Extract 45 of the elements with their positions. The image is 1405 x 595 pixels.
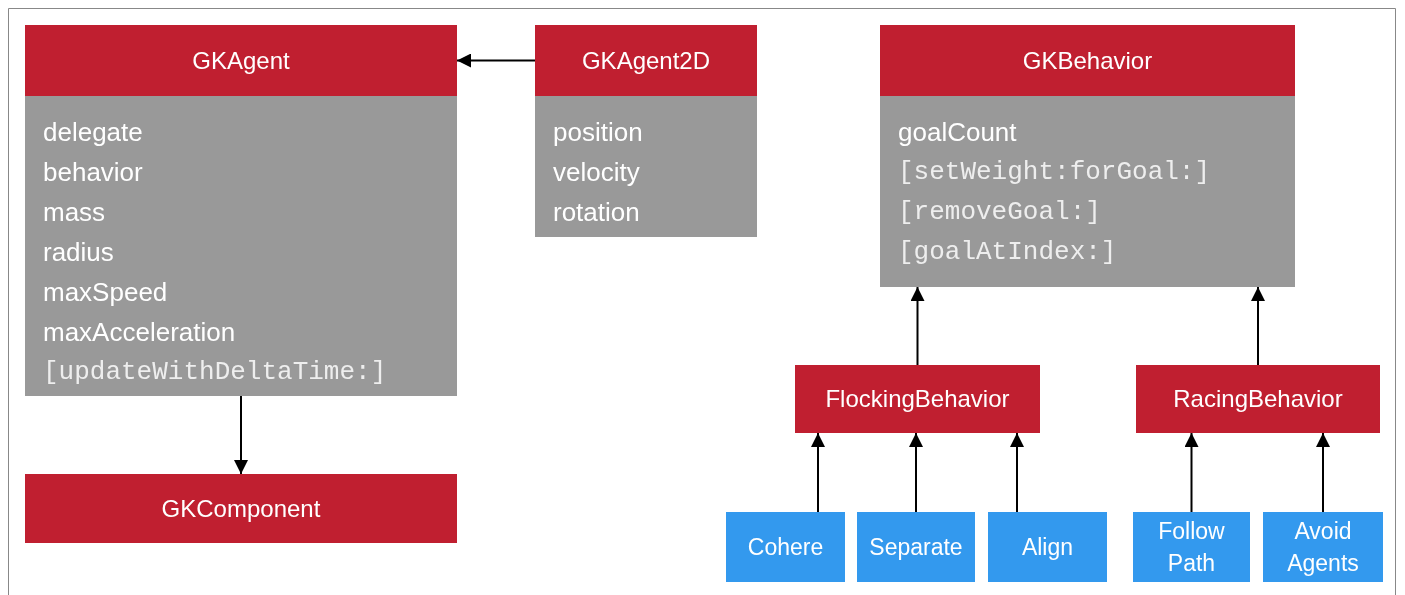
method-name: [setWeight:forGoal:]: [898, 157, 1211, 187]
behavior-box: [1263, 512, 1383, 582]
behavior-box: [1133, 512, 1250, 582]
property-name: maxAcceleration: [43, 317, 236, 347]
arrow: [910, 286, 925, 366]
class-box: [1136, 365, 1380, 433]
property-name: maxSpeed: [43, 277, 168, 307]
behavior-name: Align: [1021, 533, 1074, 562]
arrow: [909, 432, 923, 513]
class-name: GKAgent: [192, 46, 290, 75]
class-box: [25, 474, 457, 543]
arrow: [811, 432, 825, 513]
property-name: rotation: [553, 197, 640, 227]
behavior-name: Separate: [869, 533, 963, 562]
class-box: [795, 365, 1040, 433]
behavior-box: [726, 512, 845, 582]
behavior-name: Cohere: [747, 533, 824, 562]
class-name: GKBehavior: [1022, 46, 1153, 75]
behavior-name: Avoid Agents: [1286, 517, 1360, 578]
behavior-name: Follow Path: [1157, 517, 1226, 578]
arrow: [1251, 286, 1265, 366]
method-name: [goalAtIndex:]: [898, 237, 1117, 267]
arrow: [1316, 432, 1330, 513]
property-name: position: [553, 117, 643, 147]
arrow: [1184, 432, 1199, 513]
method-name: [removeGoal:]: [898, 197, 1101, 227]
class-box: [25, 25, 457, 396]
property-name: velocity: [553, 157, 640, 187]
arrow: [234, 395, 248, 475]
class-name: RacingBehavior: [1173, 385, 1343, 413]
arrow: [1010, 432, 1024, 513]
class-name: GKAgent2D: [581, 46, 711, 75]
arrow: [456, 53, 536, 68]
behavior-box: [988, 512, 1107, 582]
class-box: [535, 25, 757, 237]
behavior-box: [857, 512, 975, 582]
class-name: GKComponent: [161, 494, 321, 523]
class-name: FlockingBehavior: [825, 385, 1010, 413]
property-name: goalCount: [898, 117, 1017, 147]
method-name: [updateWithDeltaTime:]: [43, 357, 387, 387]
class-box: [880, 25, 1295, 287]
property-name: radius: [43, 237, 114, 267]
property-name: delegate: [43, 117, 143, 147]
property-name: behavior: [43, 157, 143, 187]
property-name: mass: [43, 197, 106, 227]
